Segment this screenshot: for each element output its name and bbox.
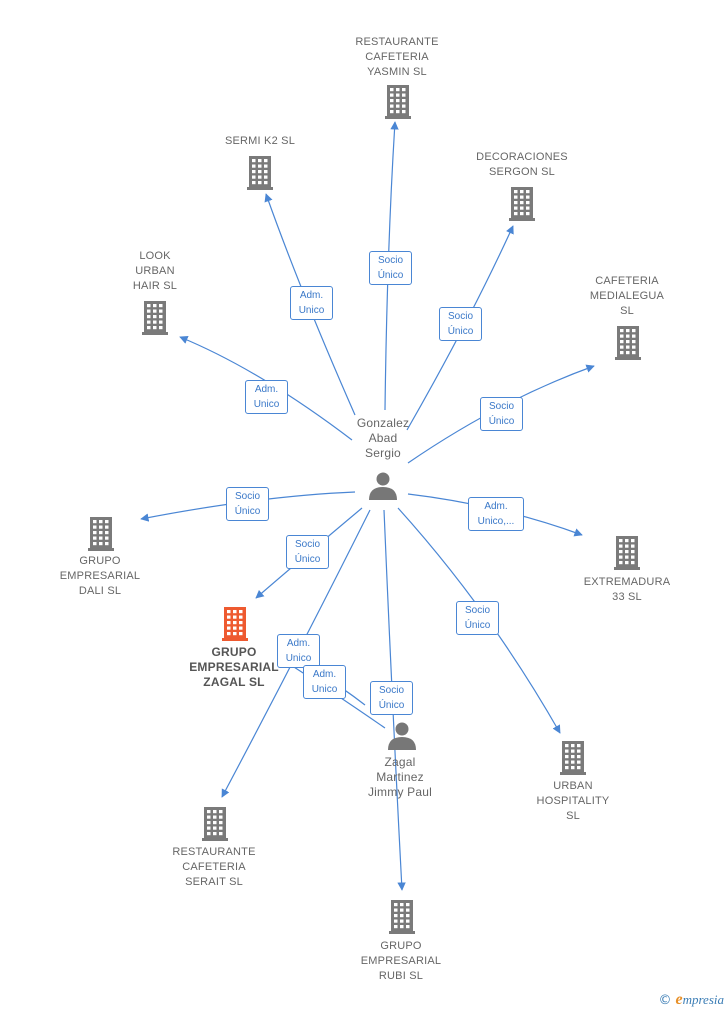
edge-label-yasmin[interactable]: Socio Único <box>369 251 412 285</box>
edge-label-urban-hospitality[interactable]: Socio Único <box>456 601 499 635</box>
building-icon[interactable] <box>389 900 415 934</box>
edge-label-rubi[interactable]: Socio Único <box>370 681 413 715</box>
node-label-sermi-k2[interactable]: SERMI K2 SL <box>224 135 296 147</box>
building-icon[interactable] <box>509 187 535 221</box>
node-label-urban-hospitality[interactable]: URBAN HOSPITALITY SL <box>536 780 610 822</box>
node-label-gonzalez-abad-sergio[interactable]: Gonzalez Abad Sergio <box>356 416 410 460</box>
building-icon[interactable] <box>222 607 248 641</box>
edge-label-medialegua[interactable]: Socio Único <box>480 397 523 431</box>
empresia-watermark: ©empresia <box>658 991 724 1009</box>
building-icon[interactable] <box>560 741 586 775</box>
node-label-cafeteria-medialegua[interactable]: CAFETERIA MEDIALEGUA SL <box>589 275 665 317</box>
edge-label-dali[interactable]: Socio Único <box>226 487 269 521</box>
edge-label-zagal-adm-2[interactable]: Adm. Unico <box>303 665 346 699</box>
brand-initial: e <box>675 991 683 1008</box>
node-label-zagal-martinez-jimmy-paul[interactable]: Zagal Martinez Jimmy Paul <box>367 755 432 799</box>
node-label-grupo-empresarial-zagal[interactable]: GRUPO EMPRESARIAL ZAGAL SL <box>189 645 279 689</box>
building-icon[interactable] <box>88 517 114 551</box>
edge-look <box>179 336 353 441</box>
edge-label-look[interactable]: Adm. Unico <box>245 380 288 414</box>
building-icon[interactable] <box>247 156 273 190</box>
node-label-restaurante-cafeteria-yasmin[interactable]: RESTAURANTE CAFETERIA YASMIN SL <box>355 36 439 78</box>
node-label-grupo-empresarial-dali[interactable]: GRUPO EMPRESARIAL DALI SL <box>59 555 141 597</box>
copyright-symbol: © <box>658 993 672 1008</box>
person-icon[interactable] <box>388 722 416 751</box>
node-label-extremadura-33[interactable]: EXTREMADURA 33 SL <box>583 576 671 603</box>
building-icon[interactable] <box>202 807 228 841</box>
node-label-restaurante-cafeteria-serait[interactable]: RESTAURANTE CAFETERIA SERAIT SL <box>172 846 256 888</box>
edge-label-sermi[interactable]: Adm. Unico <box>290 286 333 320</box>
edge-label-zagal-adm-1[interactable]: Adm. Unico <box>277 634 320 668</box>
node-label-grupo-empresarial-rubi[interactable]: GRUPO EMPRESARIAL RUBI SL <box>360 940 442 982</box>
node-label-decoraciones-sergon[interactable]: DECORACIONES SERGON SL <box>476 151 568 178</box>
node-label-look-urban-hair[interactable]: LOOK URBAN HAIR SL <box>132 250 178 292</box>
person-icon[interactable] <box>369 472 397 501</box>
building-icon[interactable] <box>615 326 641 360</box>
building-icon[interactable] <box>142 301 168 335</box>
edge-label-extremadura[interactable]: Adm. Unico,... <box>468 497 524 531</box>
brand-name: mpresia <box>682 992 724 1007</box>
edge-label-zagal-socio[interactable]: Socio Único <box>286 535 329 569</box>
icon-layer <box>88 85 641 934</box>
building-icon[interactable] <box>385 85 411 119</box>
edge-label-sergon[interactable]: Socio Único <box>439 307 482 341</box>
building-icon[interactable] <box>614 536 640 570</box>
